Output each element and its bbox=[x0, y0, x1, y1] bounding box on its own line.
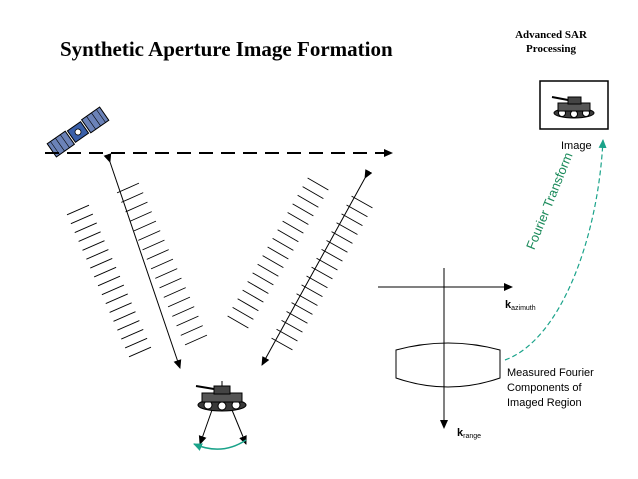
left-beam-wavefront bbox=[167, 296, 191, 308]
satellite-icon bbox=[46, 106, 110, 158]
fourier-transform-arrow bbox=[504, 139, 607, 361]
right-beam-wavefront bbox=[276, 328, 298, 342]
right-beam-wavefront bbox=[346, 204, 368, 218]
right-beam-wavefront bbox=[282, 220, 304, 234]
right-beam-wavefront bbox=[237, 298, 259, 312]
right-beam-wavefront bbox=[306, 275, 328, 289]
left-beam-wavefront bbox=[172, 306, 195, 317]
right-beam-wavefront bbox=[287, 212, 309, 225]
right-beam-wavefront bbox=[247, 281, 269, 294]
k-azimuth-label: kazimuth bbox=[505, 299, 536, 312]
left-beam-wavefront bbox=[124, 337, 148, 349]
right-beam-wavefront bbox=[297, 194, 319, 208]
k-azimuth-main: k bbox=[505, 299, 512, 311]
left-beam-wavefront bbox=[82, 240, 105, 251]
right-beam-wavefront bbox=[307, 177, 329, 191]
measured-components-label: Measured Fourier Components of Imaged Re… bbox=[507, 366, 594, 411]
right-beam-wavefront bbox=[301, 284, 323, 298]
left-beam-wavefront bbox=[86, 249, 109, 260]
left-beam-wavefront bbox=[146, 249, 169, 260]
tank-icon bbox=[195, 381, 247, 412]
left-beam-wavefront bbox=[125, 201, 148, 213]
left-beam-wavefront bbox=[90, 258, 113, 269]
right-beam-wavefront bbox=[252, 272, 274, 286]
left-beam-wavefront bbox=[117, 320, 140, 331]
left-beam-wavefront bbox=[163, 287, 186, 298]
left-beam-wavefront bbox=[101, 284, 125, 296]
left-beam-wavefront bbox=[142, 239, 165, 251]
right-beam-wavefront bbox=[271, 337, 293, 351]
right-beam-wavefront bbox=[316, 257, 338, 271]
left-beam-wavefront bbox=[133, 220, 157, 232]
right-beam-wavefront bbox=[292, 203, 314, 217]
tank-beam-right-arrow bbox=[231, 409, 247, 445]
right-beam-wavefront bbox=[286, 311, 308, 324]
corner-heading: Advanced SAR Processing bbox=[496, 28, 606, 56]
right-beam-wavefront bbox=[281, 319, 303, 333]
left-beam-wavefront bbox=[180, 325, 203, 336]
measured-line2: Components of bbox=[507, 382, 582, 394]
right-beam-wavefront bbox=[326, 240, 348, 253]
right-beam-wavefront bbox=[257, 263, 279, 277]
right-beam-wavefront bbox=[272, 237, 294, 251]
k-range-main: k bbox=[457, 427, 464, 439]
left-beam-wavefront bbox=[176, 315, 199, 327]
right-beam-wavefront bbox=[242, 289, 264, 303]
right-beam-wavefront bbox=[232, 306, 254, 320]
right-beam-wavefront bbox=[291, 302, 313, 315]
right-beam-wavefront bbox=[267, 246, 289, 260]
measured-line1: Measured Fourier bbox=[507, 367, 594, 379]
rotation-arrow bbox=[193, 439, 247, 451]
right-beam-wavefront bbox=[336, 222, 358, 235]
right-beam-wavefront bbox=[296, 293, 318, 306]
left-beam-wavefront bbox=[109, 302, 132, 313]
right-beam-wavefront bbox=[341, 213, 363, 227]
left-beam-wavefront bbox=[150, 258, 174, 270]
tank-beam-left-arrow bbox=[198, 409, 213, 445]
left-beam-wavefront bbox=[138, 230, 161, 241]
k-azimuth-sub: azimuth bbox=[511, 305, 536, 312]
page-title: Synthetic Aperture Image Formation bbox=[60, 37, 393, 61]
left-beam-wavefront bbox=[128, 346, 152, 358]
left-beam-wavefront bbox=[93, 266, 117, 278]
left-beam-wavefront bbox=[66, 204, 90, 216]
left-beam-wavefront bbox=[97, 275, 121, 287]
left-beam-wavefront bbox=[159, 277, 182, 289]
left-beam-wavefront bbox=[116, 182, 140, 194]
left-beam-wavefront bbox=[121, 192, 144, 203]
corner-heading-line1: Advanced SAR bbox=[515, 29, 587, 41]
left-beam-wavefront bbox=[113, 311, 136, 322]
left-beam-wavefront bbox=[105, 293, 128, 304]
right-beam-wavefront bbox=[262, 255, 284, 269]
right-beam-wavefront bbox=[321, 248, 343, 262]
right-beam-wavefront bbox=[351, 195, 373, 209]
right-beam-wavefront bbox=[227, 315, 249, 329]
k-range-label: krange bbox=[457, 427, 481, 440]
left-beam-wavefront bbox=[155, 268, 178, 279]
corner-heading-line2: Processing bbox=[526, 43, 576, 55]
right-beam-wavefront bbox=[277, 229, 299, 243]
left-beam-wavefront bbox=[121, 329, 144, 340]
left-beam-wavefront bbox=[78, 231, 101, 242]
left-beam bbox=[66, 153, 208, 369]
k-range-sub: range bbox=[463, 433, 482, 440]
left-beam-wavefront bbox=[184, 334, 208, 346]
right-beam-wavefront bbox=[302, 186, 324, 200]
right-beam-wavefront bbox=[331, 231, 353, 244]
measured-line3: Imaged Region bbox=[507, 397, 582, 409]
left-beam-wavefront bbox=[129, 211, 152, 222]
left-beam-wavefront bbox=[74, 222, 97, 233]
measured-region-shape bbox=[395, 342, 501, 388]
left-beam-wavefront bbox=[70, 213, 94, 225]
right-beam-wavefront bbox=[311, 266, 333, 280]
right-beam bbox=[227, 169, 373, 366]
image-tank-icon bbox=[551, 96, 595, 119]
image-label: Image bbox=[561, 140, 592, 152]
